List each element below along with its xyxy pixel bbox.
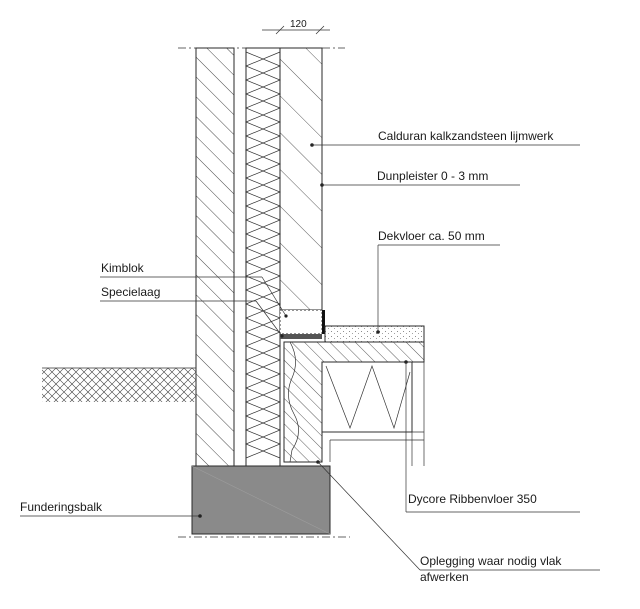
label-calduran: Calduran kalkzandsteen lijmwerk (378, 129, 554, 143)
label-oplegging-line1: Oplegging waar nodig vlak (420, 554, 562, 568)
dimension-120: 120 (262, 19, 330, 35)
floor-slab (283, 341, 425, 466)
label-kimblok: Kimblok (101, 261, 145, 275)
label-oplegging-line2: afwerken (420, 570, 469, 584)
funderingsbalk (191, 465, 331, 535)
dimension-label: 120 (290, 19, 307, 30)
label-dekvloer: Dekvloer ca. 50 mm (378, 229, 485, 243)
label-specielaag: Specielaag (101, 285, 160, 299)
leader-lines (20, 143, 600, 571)
cavity-insulation (245, 47, 281, 467)
label-dycore: Dycore Ribbenvloer 350 (408, 492, 537, 506)
label-dunpleister: Dunpleister 0 - 3 mm (377, 169, 488, 183)
label-funderingsbalk: Funderingsbalk (20, 500, 103, 514)
edge-strip (322, 310, 325, 334)
kimblok (279, 309, 323, 335)
calduran-inner-wall (279, 47, 323, 311)
outer-brick-wall (195, 47, 235, 467)
specielaag-layer (280, 334, 322, 339)
soil-ground (42, 367, 196, 402)
dekvloer-screed (324, 325, 425, 343)
